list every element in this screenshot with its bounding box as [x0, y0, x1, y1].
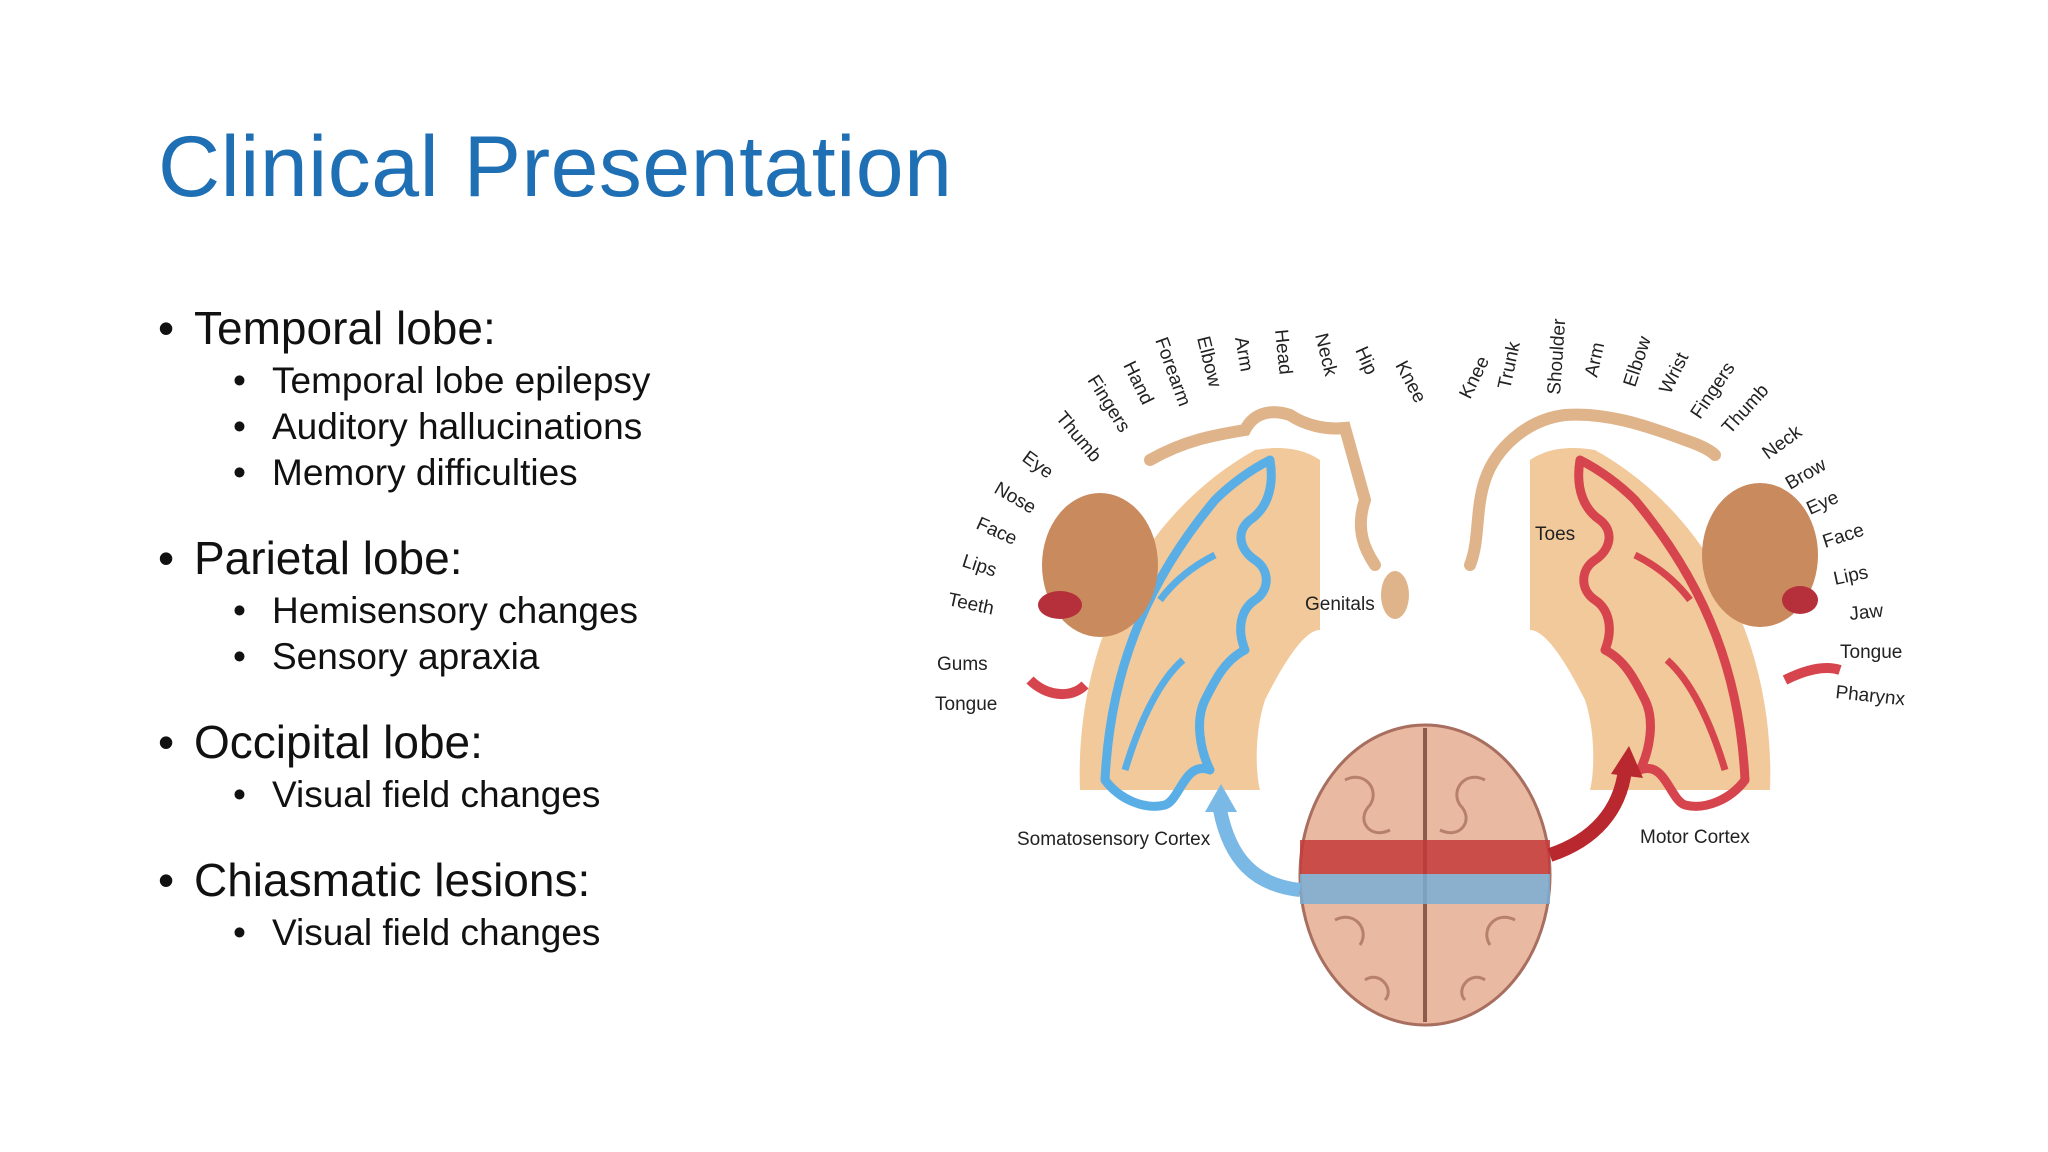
- sensory-label: Lips: [959, 551, 999, 582]
- sensory-label: Hip: [1350, 343, 1381, 378]
- brain-gyri: [1334, 775, 1516, 1002]
- list-item: Temporal lobe epilepsy: [158, 358, 878, 404]
- sensory-label: Hand: [1119, 358, 1158, 408]
- sensory-cortex-band: [1100, 455, 1276, 811]
- motor-limb-figure: [1464, 408, 1721, 571]
- motor-tongue: [1782, 663, 1842, 685]
- motor-arrow-head: [1611, 746, 1643, 778]
- section-temporal: Temporal lobe: Temporal lobe epilepsy Au…: [158, 298, 878, 496]
- section-heading: Occipital lobe:: [158, 712, 878, 772]
- sensory-label: Teeth: [946, 589, 996, 619]
- motor-cortex-tissue: [1530, 448, 1771, 790]
- motor-label: Arm: [1581, 341, 1609, 379]
- motor-label: Knee: [1456, 353, 1494, 402]
- homunculus-illustration: Genitals Toes Tongue Gums Teeth Lips Fac…: [935, 317, 1906, 1027]
- motor-label: Face: [1820, 520, 1867, 553]
- motor-label: Wrist: [1656, 349, 1694, 397]
- section-parietal: Parietal lobe: Hemisensory changes Senso…: [158, 528, 878, 680]
- sensory-label: Neck: [1310, 331, 1341, 379]
- sensory-label: Head: [1270, 328, 1296, 375]
- toes-label: Toes: [1535, 524, 1575, 545]
- motor-label: Shoulder: [1544, 317, 1570, 395]
- sensory-label: Eye: [1018, 447, 1057, 483]
- section-occipital: Occipital lobe: Visual field changes: [158, 712, 878, 818]
- sensory-cortex-tissue: [1079, 448, 1320, 790]
- homunculus-figure: Genitals Toes Tongue Gums Teeth Lips Fac…: [925, 300, 1925, 1030]
- list-item: Sensory apraxia: [158, 634, 878, 680]
- motor-cortex-band: [1574, 455, 1750, 811]
- sensory-sulcus: [1121, 551, 1217, 772]
- sensory-limb-figure: [1144, 406, 1381, 571]
- sensory-arrow-head: [1205, 784, 1237, 812]
- motor-label: Trunk: [1494, 339, 1525, 391]
- motor-strip: [1300, 840, 1550, 874]
- genitals-figure: [1381, 571, 1409, 619]
- list-item: Visual field changes: [158, 772, 878, 818]
- list-item: Auditory hallucinations: [158, 404, 878, 450]
- sensory-label: Gums: [937, 654, 988, 675]
- motor-label: Brow: [1782, 454, 1830, 494]
- slide-title: Clinical Presentation: [158, 119, 953, 215]
- genitals-label: Genitals: [1305, 594, 1375, 615]
- motor-sulcus: [1633, 551, 1729, 772]
- sensory-arrow: [1213, 808, 1301, 897]
- somatosensory-caption: Somatosensory Cortex: [1017, 829, 1211, 850]
- section-heading: Parietal lobe:: [158, 528, 878, 588]
- sensory-label: Elbow: [1192, 334, 1225, 390]
- motor-label: Tongue: [1840, 642, 1902, 663]
- motor-label: Eye: [1803, 487, 1841, 520]
- motor-arrow: [1547, 768, 1632, 862]
- motor-label: Lips: [1832, 562, 1870, 590]
- section-heading: Temporal lobe:: [158, 298, 878, 358]
- sensory-label: Knee: [1391, 357, 1430, 406]
- list-item: Hemisensory changes: [158, 588, 878, 634]
- sensory-label: Thumb: [1051, 408, 1105, 467]
- list-item: Memory difficulties: [158, 450, 878, 496]
- sensory-mouth: [1038, 591, 1082, 619]
- sensory-strip: [1300, 874, 1550, 904]
- motor-label: Neck: [1759, 421, 1807, 464]
- motor-label: Elbow: [1620, 334, 1656, 390]
- sensory-label: Tongue: [935, 694, 997, 715]
- sensory-label: Nose: [991, 478, 1040, 518]
- sensory-label: Face: [973, 513, 1020, 549]
- motor-label: Pharynx: [1834, 682, 1906, 710]
- motor-caption: Motor Cortex: [1640, 827, 1750, 848]
- section-chiasmatic: Chiasmatic lesions: Visual field changes: [158, 850, 878, 956]
- sensory-tongue: [1026, 676, 1089, 700]
- motor-mouth: [1782, 586, 1818, 614]
- list-item: Visual field changes: [158, 910, 878, 956]
- motor-label: Jaw: [1848, 601, 1884, 625]
- bullet-list: Temporal lobe: Temporal lobe epilepsy Au…: [158, 298, 878, 988]
- section-heading: Chiasmatic lesions:: [158, 850, 878, 910]
- sensory-label: Arm: [1230, 335, 1257, 373]
